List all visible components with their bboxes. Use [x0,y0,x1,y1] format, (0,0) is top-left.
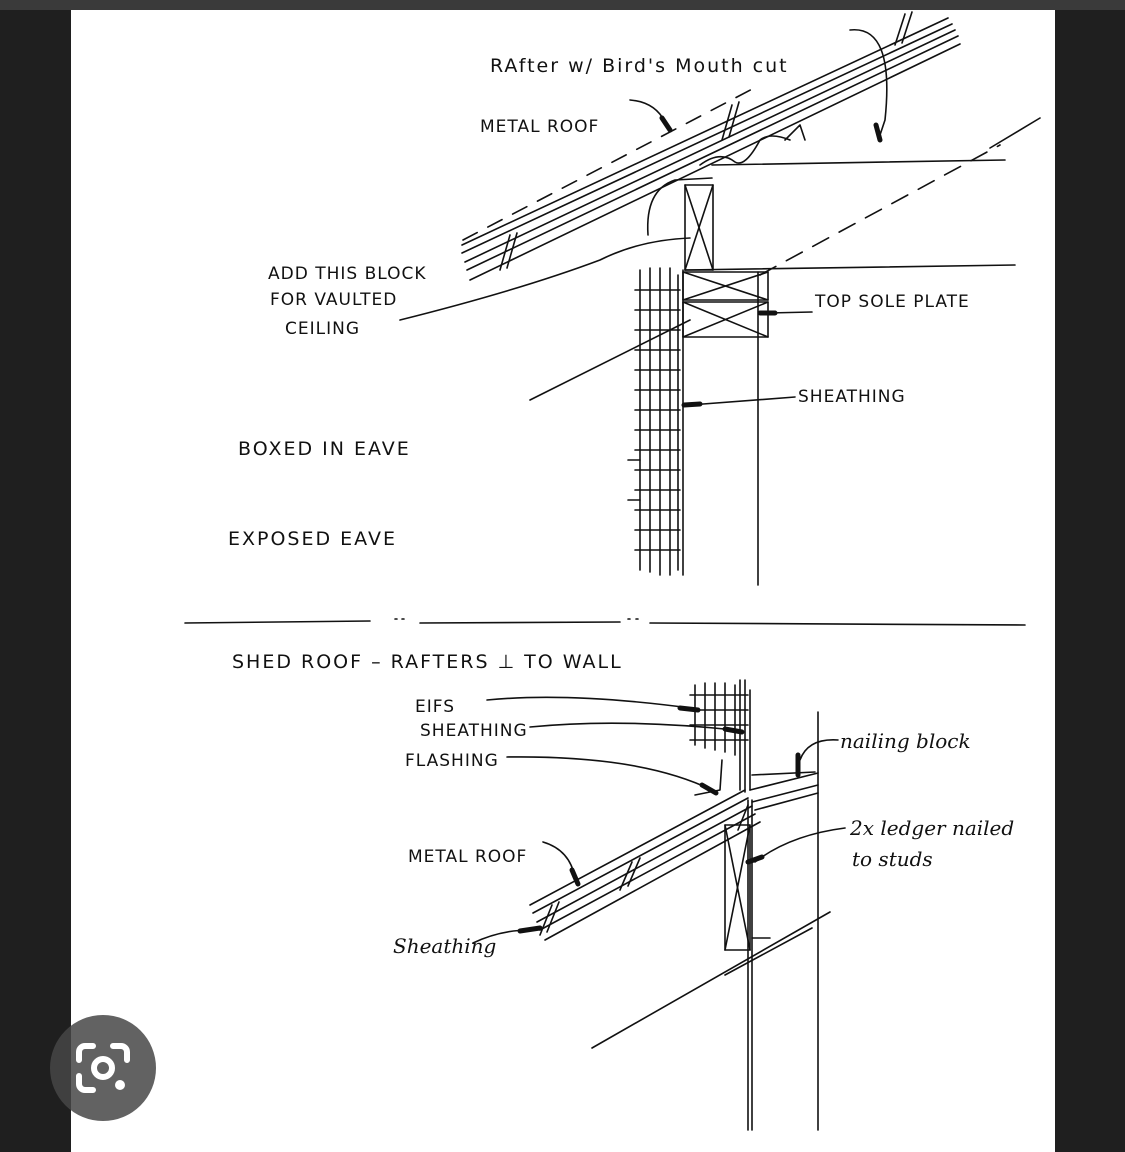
label-boxed-in-eave: BOXED IN EAVE [238,438,411,460]
label-metal-roof-top: METAL ROOF [480,117,599,137]
label-flashing: FLASHING [405,751,499,771]
google-lens-button[interactable] [50,1015,156,1121]
label-sheathing-top: SHEATHING [798,387,906,407]
google-lens-icon [76,1043,130,1093]
label-rafter-birds-mouth: RAfter w/ Bird's Mouth cut [490,55,789,77]
label-top-sole-plate: TOP SOLE PLATE [814,292,970,312]
shed-wall-framing [689,679,819,1131]
label-metal-roof-bottom: METAL ROOF [408,847,527,867]
section-divider [184,618,1026,626]
label-add-block-2: FOR VAULTED [270,290,397,310]
label-sheathing-bottom: Sheathing [393,934,496,958]
label-ledger-1: 2x ledger nailed [849,816,1014,840]
shed-roof-assembly [529,759,831,1049]
top-wall-framing [627,184,769,586]
label-eifs: EIFS [415,697,455,717]
sketch-sheet [71,10,1055,1152]
label-add-block-3: CEILING [285,319,360,339]
shed-leader-lines [472,696,846,944]
top-leader-lines [629,29,888,408]
label-add-block-1: ADD THIS BLOCK [268,264,427,284]
label-exposed-eave: EXPOSED EAVE [228,528,397,550]
label-shed-roof-title: SHED ROOF – RAFTERS ⊥ TO WALL [232,651,623,673]
label-ledger-2: to studs [852,847,933,871]
top-bar [0,0,1125,10]
label-sheathing-mid: SHEATHING [420,721,528,741]
label-nailing-block: nailing block [840,729,971,753]
annotation-labels: RAfter w/ Bird's Mouth cut METAL ROOF AD… [228,55,1014,958]
top-roof-assembly [399,11,1041,401]
